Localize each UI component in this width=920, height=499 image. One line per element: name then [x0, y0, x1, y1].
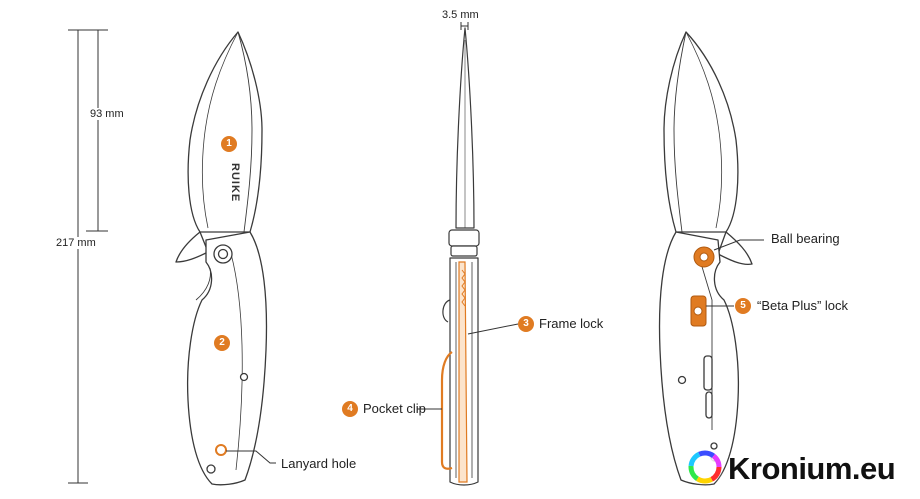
blade-back [663, 31, 739, 233]
dimension-overall-length: 217 mm [54, 237, 98, 249]
label-lanyard-hole: Lanyard hole [281, 456, 357, 471]
label-ball-bearing: Ball bearing [771, 231, 840, 246]
detent-serration [461, 269, 466, 307]
blade-front [187, 31, 263, 233]
label-pocket-clip: Pocket clip [363, 401, 426, 416]
callout-badge-4: 4 [342, 401, 358, 417]
callout-badge-1: 1 [221, 136, 237, 152]
callout-badge-5: 5 [735, 298, 751, 314]
dimension-blade-length: 93 mm [88, 108, 126, 120]
lanyard-hole-marker [215, 444, 227, 456]
handle-back [658, 231, 740, 486]
pivot-center [699, 252, 709, 262]
knife-back-view [658, 31, 753, 486]
label-frame-lock: Frame lock [539, 316, 604, 331]
dimension-blade-thickness: 3.5 mm [442, 9, 479, 21]
handle-front [186, 231, 268, 486]
lanyard-hole-leader [226, 450, 276, 464]
frame-lock-bar [458, 261, 468, 483]
blade-brand-mark: RUIKE [229, 163, 241, 202]
dimension-lines [68, 22, 469, 484]
pocket-clip [440, 351, 453, 470]
lock-stud [693, 306, 703, 316]
ball-bearing-leader [713, 239, 764, 251]
watermark-text: Kronium.eu [728, 451, 896, 486]
callout-badge-2: 2 [214, 335, 230, 351]
label-beta-plus-lock: “Beta Plus” lock [757, 298, 849, 313]
frame-lock-leader [467, 323, 519, 335]
rainbow-ring-icon [686, 448, 724, 486]
callout-badge-3: 3 [518, 316, 534, 332]
knife-front-view [175, 31, 268, 486]
